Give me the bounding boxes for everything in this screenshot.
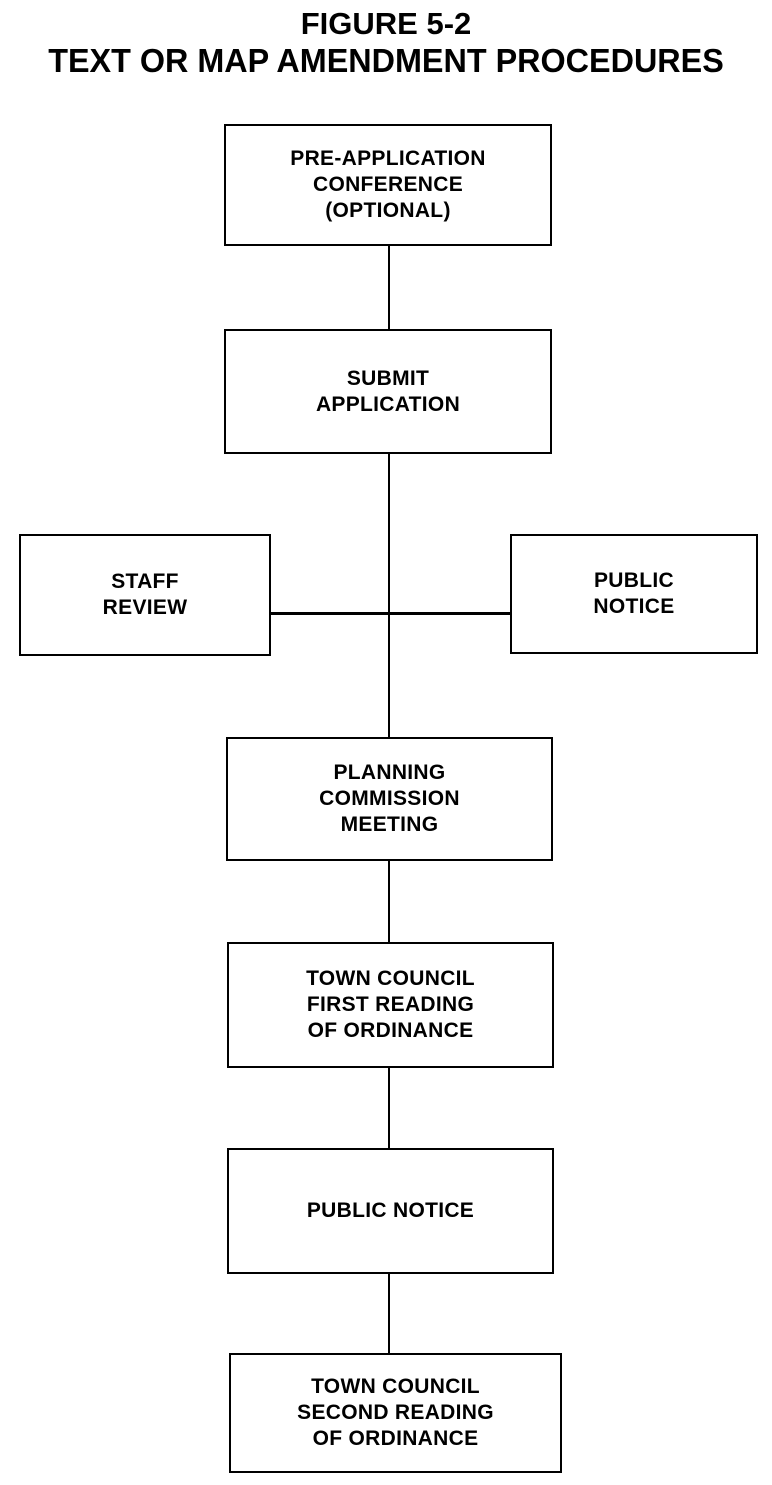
node-label-staff-review: STAFF REVIEW bbox=[102, 570, 188, 619]
connector-submit-down-to-split bbox=[388, 454, 390, 616]
node-public-notice-bottom[interactable]: PUBLIC NOTICE bbox=[227, 1148, 554, 1274]
node-label-planning-commission-meeting: PLANNING COMMISSION MEETING bbox=[319, 761, 460, 836]
connector-planning-to-council-first bbox=[388, 861, 390, 944]
node-label-town-council-second-reading: TOWN COUNCIL SECOND READING OF ORDINANCE bbox=[297, 1375, 494, 1450]
connector-council-first-to-public-notice bbox=[388, 1068, 390, 1150]
figure-title: FIGURE 5-2 TEXT OR MAP AMENDMENT PROCEDU… bbox=[0, 6, 772, 79]
node-planning-commission-meeting[interactable]: PLANNING COMMISSION MEETING bbox=[226, 737, 553, 861]
node-public-notice-top[interactable]: PUBLIC NOTICE bbox=[510, 534, 758, 654]
connector-split-down-to-planning bbox=[388, 612, 390, 739]
node-town-council-second-reading[interactable]: TOWN COUNCIL SECOND READING OF ORDINANCE bbox=[229, 1353, 562, 1473]
node-staff-review[interactable]: STAFF REVIEW bbox=[19, 534, 271, 656]
node-submit-application[interactable]: SUBMIT APPLICATION bbox=[224, 329, 552, 454]
node-label-public-notice-bottom: PUBLIC NOTICE bbox=[306, 1199, 475, 1222]
node-pre-application-conference[interactable]: PRE-APPLICATION CONFERENCE (OPTIONAL) bbox=[224, 124, 552, 246]
node-label-pre-application-conference: PRE-APPLICATION CONFERENCE (OPTIONAL) bbox=[290, 147, 486, 222]
connector-preapp-to-submit bbox=[388, 246, 390, 330]
node-town-council-first-reading[interactable]: TOWN COUNCIL FIRST READING OF ORDINANCE bbox=[227, 942, 554, 1068]
figure-title-line-1: FIGURE 5-2 bbox=[300, 6, 472, 41]
figure-title-line-2: TEXT OR MAP AMENDMENT PROCEDURES bbox=[48, 42, 724, 79]
node-label-town-council-first-reading: TOWN COUNCIL FIRST READING OF ORDINANCE bbox=[306, 967, 475, 1042]
node-label-submit-application: SUBMIT APPLICATION bbox=[315, 366, 461, 416]
connector-public-notice-to-council-second bbox=[388, 1274, 390, 1355]
connector-split-horizontal bbox=[269, 612, 512, 615]
node-label-public-notice-top: PUBLIC NOTICE bbox=[593, 569, 675, 618]
